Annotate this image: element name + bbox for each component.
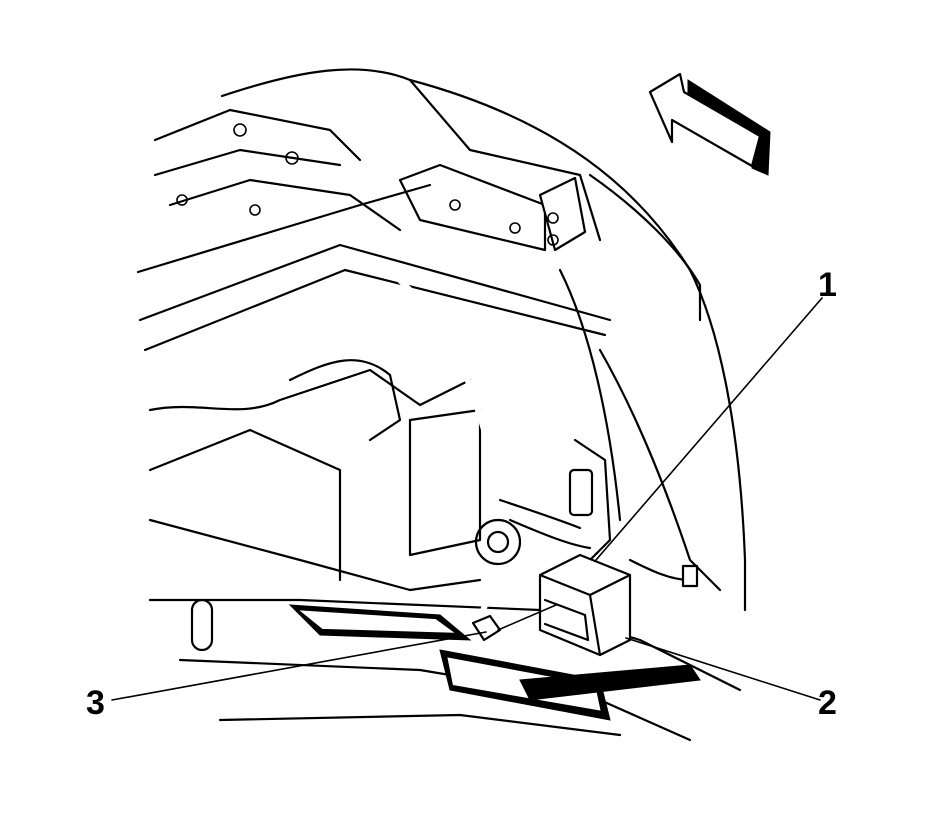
leader-lines xyxy=(111,297,823,701)
callout-1-label: 1 xyxy=(818,266,837,304)
quarter-panel xyxy=(408,78,747,612)
control-module xyxy=(538,553,632,657)
package-shelf-structure xyxy=(136,68,612,352)
front-direction-arrow xyxy=(648,72,771,176)
callout-2-label: 2 xyxy=(818,684,837,722)
callout-3-label: 3 xyxy=(86,684,105,722)
wiring-harness xyxy=(387,267,699,623)
floor-scuff-strips xyxy=(288,604,701,721)
